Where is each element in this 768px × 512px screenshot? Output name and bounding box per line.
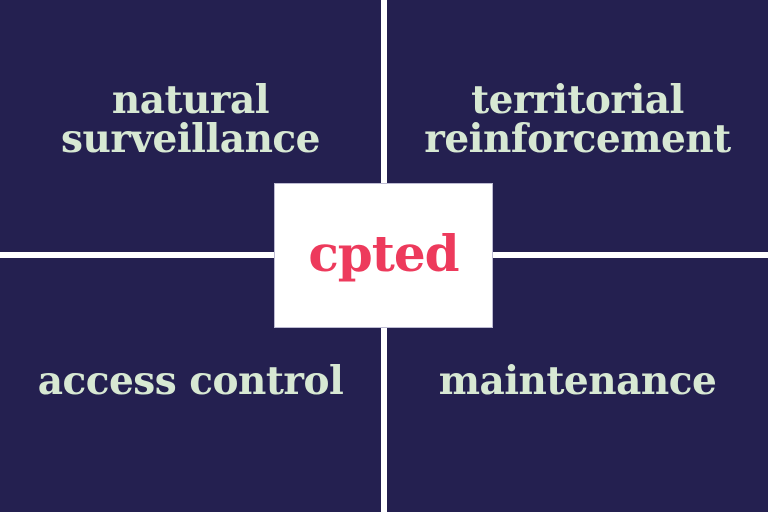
quadrant-territorial-reinforcement: territorial reinforcement: [387, 0, 768, 253]
quadrant-natural-surveillance: natural surveillance: [0, 0, 381, 253]
quadrant-label: natural surveillance: [61, 77, 320, 162]
center-box: cpted: [274, 183, 493, 328]
quadrant-label: maintenance: [438, 358, 717, 405]
quadrant-maintenance: maintenance: [387, 259, 768, 512]
center-label: cpted: [308, 223, 459, 283]
quadrant-access-control: access control: [0, 259, 381, 512]
quadrant-label: territorial reinforcement: [424, 77, 731, 162]
quadrant-label: access control: [37, 358, 344, 405]
